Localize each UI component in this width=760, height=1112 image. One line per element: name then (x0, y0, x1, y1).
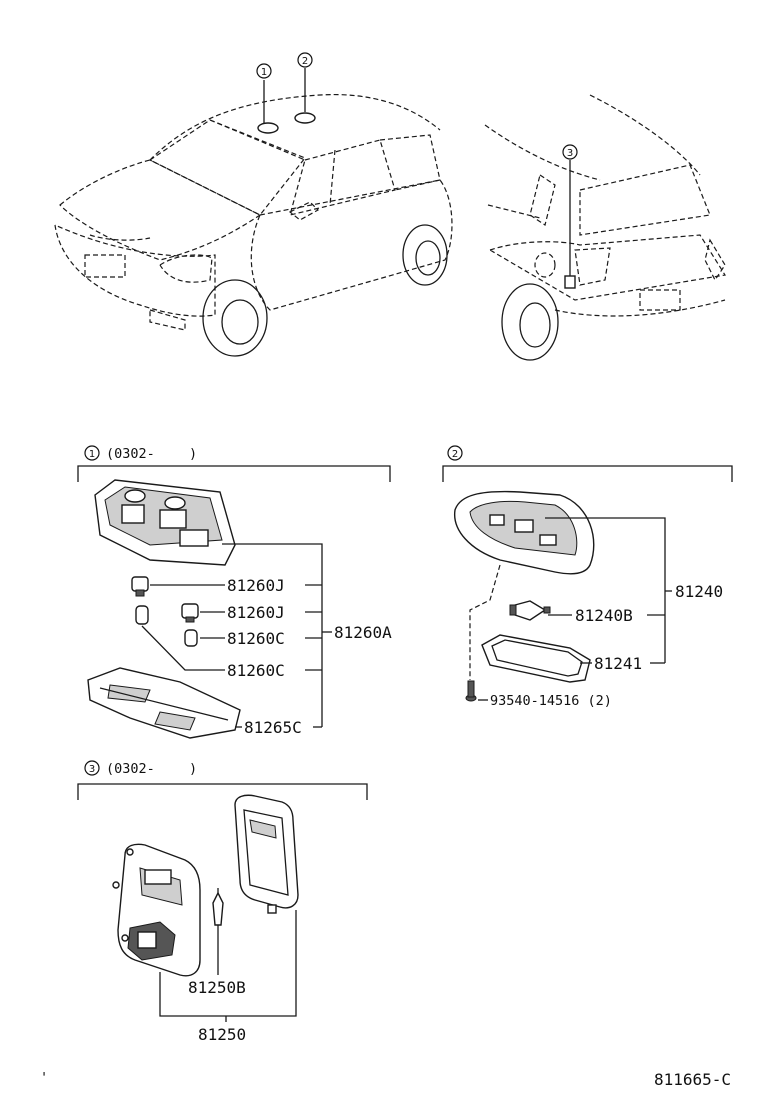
rear-vehicle-illustration (484, 94, 726, 361)
front-vehicle-illustration (54, 68, 453, 357)
section-3-header: 3 (0302- ) (77, 760, 368, 800)
section-1-leaders (141, 543, 332, 728)
part-81260j-a-label: 81260J (227, 576, 285, 595)
part-81241-label: 81241 (594, 654, 642, 673)
map-light-lens (481, 634, 591, 683)
part-81250b-label: 81250B (188, 978, 246, 997)
part-81260c-a-label: 81260C (227, 629, 285, 648)
svg-text:(0302-: (0302- (106, 446, 155, 462)
part-81265c-label: 81265C (244, 718, 302, 737)
part-81240-label: 81240 (675, 582, 723, 601)
luggage-light-housing (112, 843, 201, 977)
part-81260c-b-label: 81260C (227, 661, 285, 680)
edge-mark: ' (40, 1070, 48, 1086)
svg-text:2: 2 (452, 449, 458, 460)
svg-text:1: 1 (89, 449, 95, 460)
bulb-socket-a (131, 576, 149, 597)
diagram-id: 811665-C (654, 1070, 731, 1089)
luggage-light-lens (234, 794, 299, 914)
svg-text:(0302-: (0302- (106, 761, 155, 777)
svg-text:1: 1 (261, 67, 267, 78)
section-1-header: 1 (0302- ) (77, 445, 391, 482)
section-3-leaders (159, 910, 297, 1022)
bulb-socket-b (181, 603, 199, 623)
marker-1-callout: 1 (256, 63, 272, 79)
part-81260a-label: 81260A (334, 623, 392, 642)
part-81240b-label: 81240B (575, 606, 633, 625)
svg-text:3: 3 (567, 148, 573, 159)
section-2-leaders (469, 517, 672, 701)
svg-text:): ) (189, 446, 197, 462)
svg-text:): ) (189, 761, 197, 777)
map-light-housing (454, 490, 595, 575)
bulb-c (184, 629, 198, 647)
part-81260j-b-label: 81260J (227, 603, 285, 622)
dome-light-housing (94, 479, 236, 566)
svg-text:2: 2 (302, 56, 308, 67)
screw (465, 680, 477, 702)
map-light-bulb (509, 600, 551, 621)
bulb-d (135, 605, 149, 625)
luggage-light-bulb (212, 888, 224, 932)
marker-2-callout: 2 (297, 52, 313, 68)
part-93540-14516-label: 93540-14516 (2) (490, 693, 612, 709)
svg-text:3: 3 (89, 764, 95, 775)
section-2-header: 2 (442, 445, 733, 482)
part-81250-label: 81250 (198, 1025, 246, 1044)
marker-3-callout: 3 (562, 144, 578, 160)
dome-light-lens (87, 667, 241, 739)
